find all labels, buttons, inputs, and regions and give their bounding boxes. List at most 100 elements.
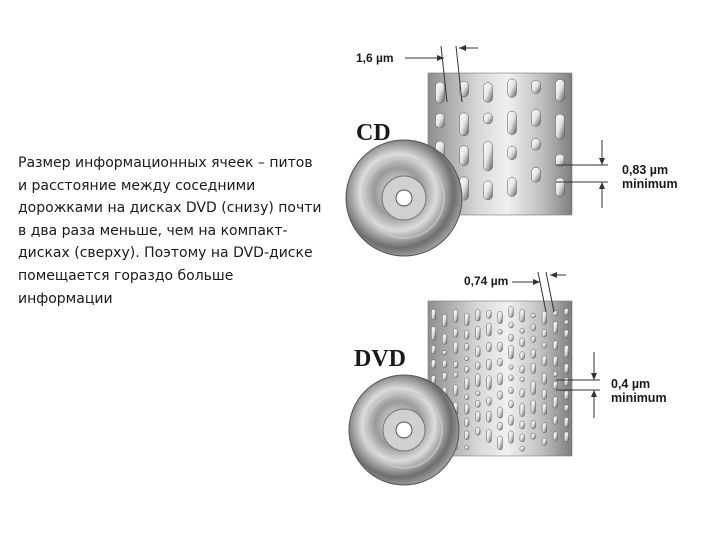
pit-mark bbox=[453, 361, 459, 369]
pit-mark bbox=[464, 403, 470, 415]
pit-mark bbox=[508, 306, 514, 318]
pit-mark bbox=[486, 375, 492, 390]
pit-mark bbox=[475, 373, 481, 387]
pit-mark bbox=[486, 358, 492, 371]
pit-mark bbox=[555, 177, 565, 198]
pit-mark bbox=[442, 314, 448, 328]
cd-title: CD bbox=[356, 120, 391, 146]
pit-mark bbox=[530, 380, 536, 395]
pit-mark bbox=[497, 341, 503, 352]
pit-mark bbox=[475, 326, 481, 340]
pit-mark bbox=[519, 388, 525, 398]
pit-mark bbox=[486, 342, 492, 352]
pit-mark bbox=[563, 377, 569, 387]
pit-mark bbox=[519, 445, 525, 452]
pit-mark bbox=[486, 322, 492, 337]
pit-mark bbox=[563, 431, 569, 442]
pit-mark bbox=[531, 167, 541, 183]
pit-mark bbox=[555, 79, 565, 102]
pit-mark bbox=[563, 329, 569, 338]
dvd-title: DVD bbox=[354, 346, 406, 372]
pit-mark bbox=[519, 337, 525, 347]
pit-mark bbox=[519, 365, 525, 374]
pit-mark bbox=[530, 313, 536, 319]
cd-track-pitch-label: 0,83 µm bbox=[622, 163, 668, 177]
pit-mark bbox=[555, 153, 565, 168]
pit-mark bbox=[507, 145, 517, 160]
pit-mark bbox=[483, 82, 493, 103]
pit-mark bbox=[531, 80, 541, 94]
pit-mark bbox=[552, 415, 558, 425]
dvd-track-pitch-label: 0,4 µm bbox=[611, 377, 650, 391]
pit-mark bbox=[519, 328, 525, 334]
pit-mark bbox=[475, 390, 481, 396]
pit-mark bbox=[435, 81, 445, 104]
pit-mark bbox=[552, 371, 558, 377]
cd-pits bbox=[435, 78, 565, 201]
pit-mark bbox=[459, 112, 469, 137]
pit-mark bbox=[475, 309, 481, 322]
pit-mark bbox=[475, 400, 481, 408]
pit-mark bbox=[552, 310, 558, 317]
dvd-pit-width-label: 0,74 µm bbox=[464, 274, 508, 288]
pit-mark bbox=[530, 362, 536, 374]
pit-mark bbox=[483, 141, 493, 172]
pit-mark bbox=[563, 404, 569, 412]
pit-mark bbox=[464, 393, 470, 401]
pit-mark bbox=[519, 351, 525, 360]
pit-mark bbox=[442, 359, 448, 368]
pit-mark bbox=[453, 309, 459, 323]
pit-mark bbox=[483, 112, 493, 125]
cd-section: CD 1,6 µm 0,83 µm minimum bbox=[345, 45, 678, 257]
pit-mark bbox=[464, 430, 470, 440]
pit-mark bbox=[508, 387, 514, 394]
pit-mark bbox=[530, 349, 536, 359]
pit-mark bbox=[453, 371, 459, 378]
pit-mark bbox=[530, 335, 536, 343]
pit-mark bbox=[497, 372, 503, 386]
pit-mark bbox=[483, 180, 493, 201]
pit-mark bbox=[552, 355, 558, 367]
cd-pit-width-label: 1,6 µm bbox=[356, 51, 394, 65]
pit-mark bbox=[475, 411, 481, 422]
pit-mark bbox=[431, 359, 437, 369]
pit-mark bbox=[497, 311, 503, 324]
pit-mark bbox=[563, 363, 569, 374]
pit-mark bbox=[519, 420, 525, 430]
pit-mark bbox=[464, 377, 470, 390]
pit-mark bbox=[475, 346, 481, 358]
pit-mark bbox=[435, 112, 445, 129]
pit-mark bbox=[475, 427, 481, 436]
pit-mark bbox=[453, 384, 459, 396]
pit-mark bbox=[508, 333, 514, 342]
dvd-section: DVD 0,74 µm 0,4 µm minimum bbox=[348, 271, 667, 486]
pit-mark bbox=[508, 321, 514, 329]
pit-mark bbox=[497, 422, 503, 431]
pit-mark bbox=[464, 330, 470, 340]
pit-mark bbox=[431, 326, 437, 341]
pit-mark bbox=[486, 429, 492, 443]
pit-mark bbox=[552, 321, 558, 335]
pit-mark bbox=[486, 310, 492, 319]
pit-mark bbox=[541, 372, 547, 385]
pit-mark bbox=[459, 80, 469, 98]
pit-mark bbox=[563, 390, 569, 400]
pit-mark bbox=[464, 366, 470, 373]
pit-mark bbox=[519, 433, 525, 443]
pit-mark bbox=[530, 323, 536, 331]
pit-mark bbox=[531, 138, 541, 151]
pit-mark bbox=[541, 437, 547, 446]
pit-mark bbox=[464, 418, 470, 427]
pit-mark bbox=[541, 329, 547, 338]
pit-mark bbox=[508, 430, 514, 444]
pit-mark bbox=[475, 361, 481, 370]
pit-mark bbox=[464, 313, 470, 326]
cd-track-pitch-minimum: minimum bbox=[622, 177, 678, 191]
pit-mark bbox=[552, 396, 558, 409]
pit-mark bbox=[507, 110, 517, 135]
pit-mark bbox=[464, 445, 470, 450]
pit-mark bbox=[497, 357, 503, 367]
pit-mark bbox=[552, 340, 558, 351]
pit-mark bbox=[431, 345, 437, 355]
